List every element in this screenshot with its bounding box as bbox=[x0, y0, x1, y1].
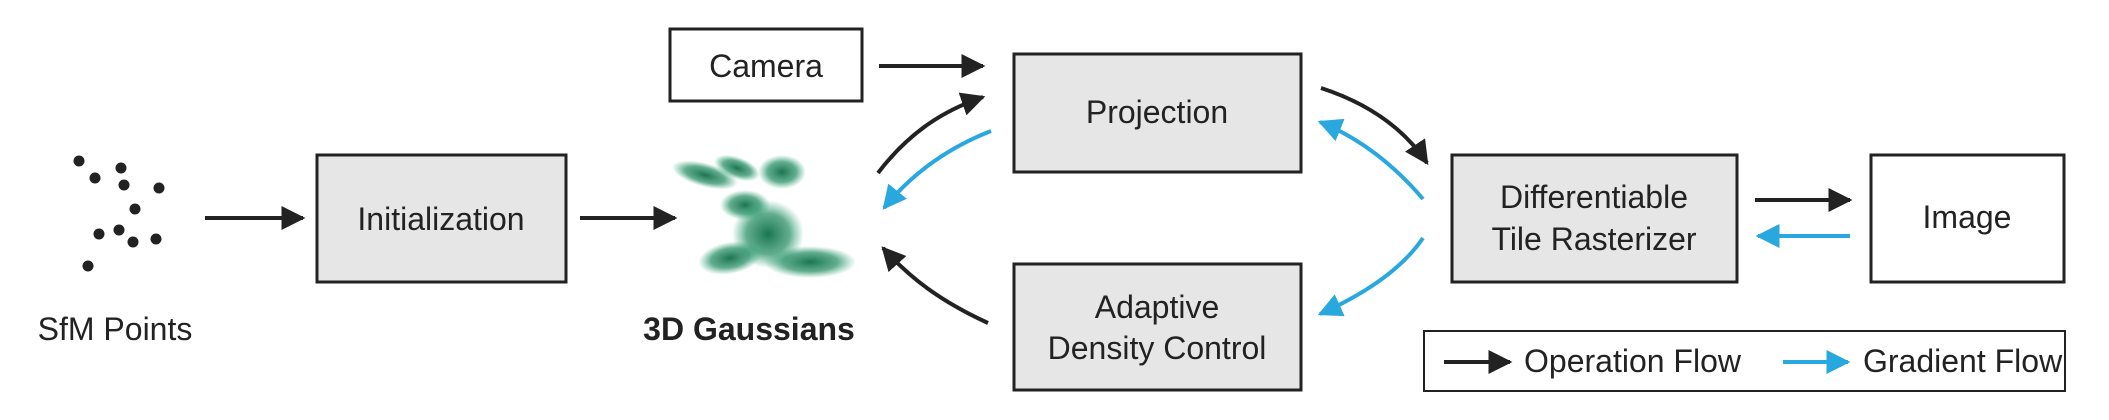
gradient-arrow-rasterizer-to-projection bbox=[1317, 118, 1425, 201]
rasterizer-label-line1: Differentiable bbox=[1500, 179, 1688, 215]
sfm-points-cloud bbox=[73, 155, 165, 272]
legend-operation-label: Operation Flow bbox=[1524, 343, 1742, 379]
legend: Operation Flow Gradient Flow bbox=[1423, 330, 2066, 392]
arrow-projection-to-rasterizer bbox=[1320, 86, 1429, 165]
initialization-label: Initialization bbox=[357, 201, 524, 237]
projection-label: Projection bbox=[1086, 94, 1228, 130]
gaussians-label: 3D Gaussians bbox=[643, 311, 855, 347]
initialization-box: Initialization bbox=[315, 153, 568, 284]
sfm-points-label: SfM Points bbox=[38, 311, 193, 347]
image-box: Image bbox=[1869, 153, 2066, 284]
camera-box: Camera bbox=[668, 27, 864, 103]
arrow-gaussians-to-projection bbox=[876, 92, 986, 175]
rasterizer-box: Differentiable Tile Rasterizer bbox=[1450, 153, 1739, 284]
adc-label-line2: Density Control bbox=[1048, 330, 1267, 366]
rasterizer-label-line2: Tile Rasterizer bbox=[1491, 221, 1696, 257]
gaussians-illustration bbox=[672, 154, 856, 278]
gradient-arrow-projection-to-gaussians bbox=[882, 129, 992, 210]
projection-box: Projection bbox=[1012, 52, 1303, 174]
adc-label-line1: Adaptive bbox=[1095, 289, 1220, 325]
image-label: Image bbox=[1923, 199, 2012, 235]
arrow-adc-to-gaussians bbox=[881, 246, 989, 325]
gradient-arrow-rasterizer-to-adc bbox=[1317, 236, 1425, 317]
legend-gradient-label: Gradient Flow bbox=[1863, 343, 2063, 379]
adaptive-density-control-box: Adaptive Density Control bbox=[1012, 262, 1303, 392]
camera-label: Camera bbox=[709, 48, 823, 84]
